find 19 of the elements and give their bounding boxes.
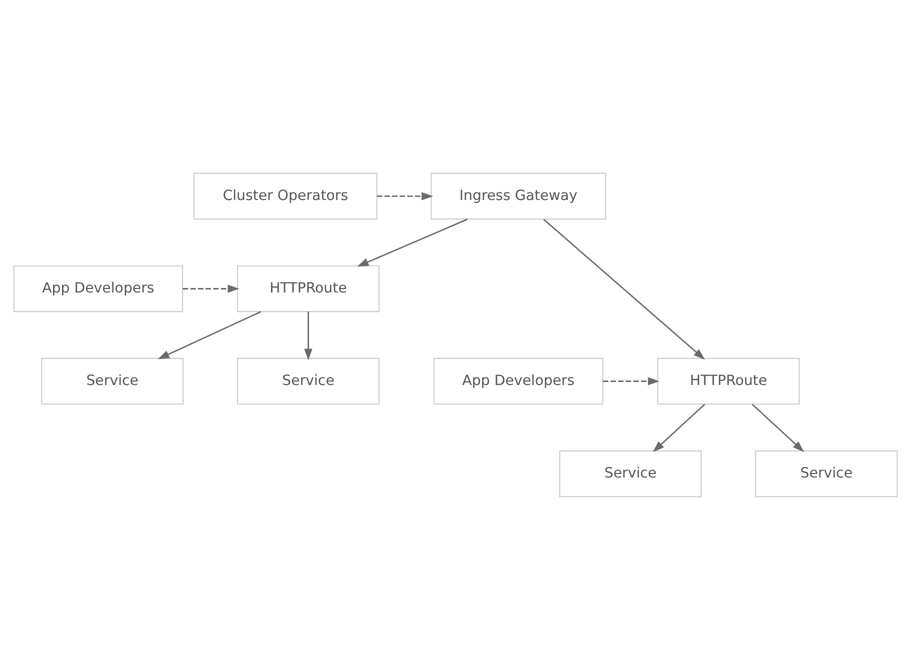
node-box: App Developers [12, 264, 183, 312]
arrow [157, 310, 261, 359]
node-box: Service [236, 357, 380, 404]
arrow [182, 284, 239, 292]
node-box: Service [558, 450, 702, 497]
arrow [602, 376, 659, 385]
arrow [304, 311, 312, 360]
node-box: Service [754, 450, 898, 497]
node-box: App Developers [432, 357, 603, 404]
arrow [751, 403, 804, 452]
node-box: Service [40, 357, 184, 404]
arrow [652, 403, 705, 452]
arrow [356, 218, 468, 266]
arrow [376, 192, 433, 200]
node-box: HTTPRoute [236, 264, 380, 312]
arrow [542, 218, 704, 360]
node-box: Ingress Gateway [430, 172, 606, 220]
node-box: HTTPRoute [656, 357, 800, 404]
node-box: Cluster Operators [192, 172, 377, 220]
